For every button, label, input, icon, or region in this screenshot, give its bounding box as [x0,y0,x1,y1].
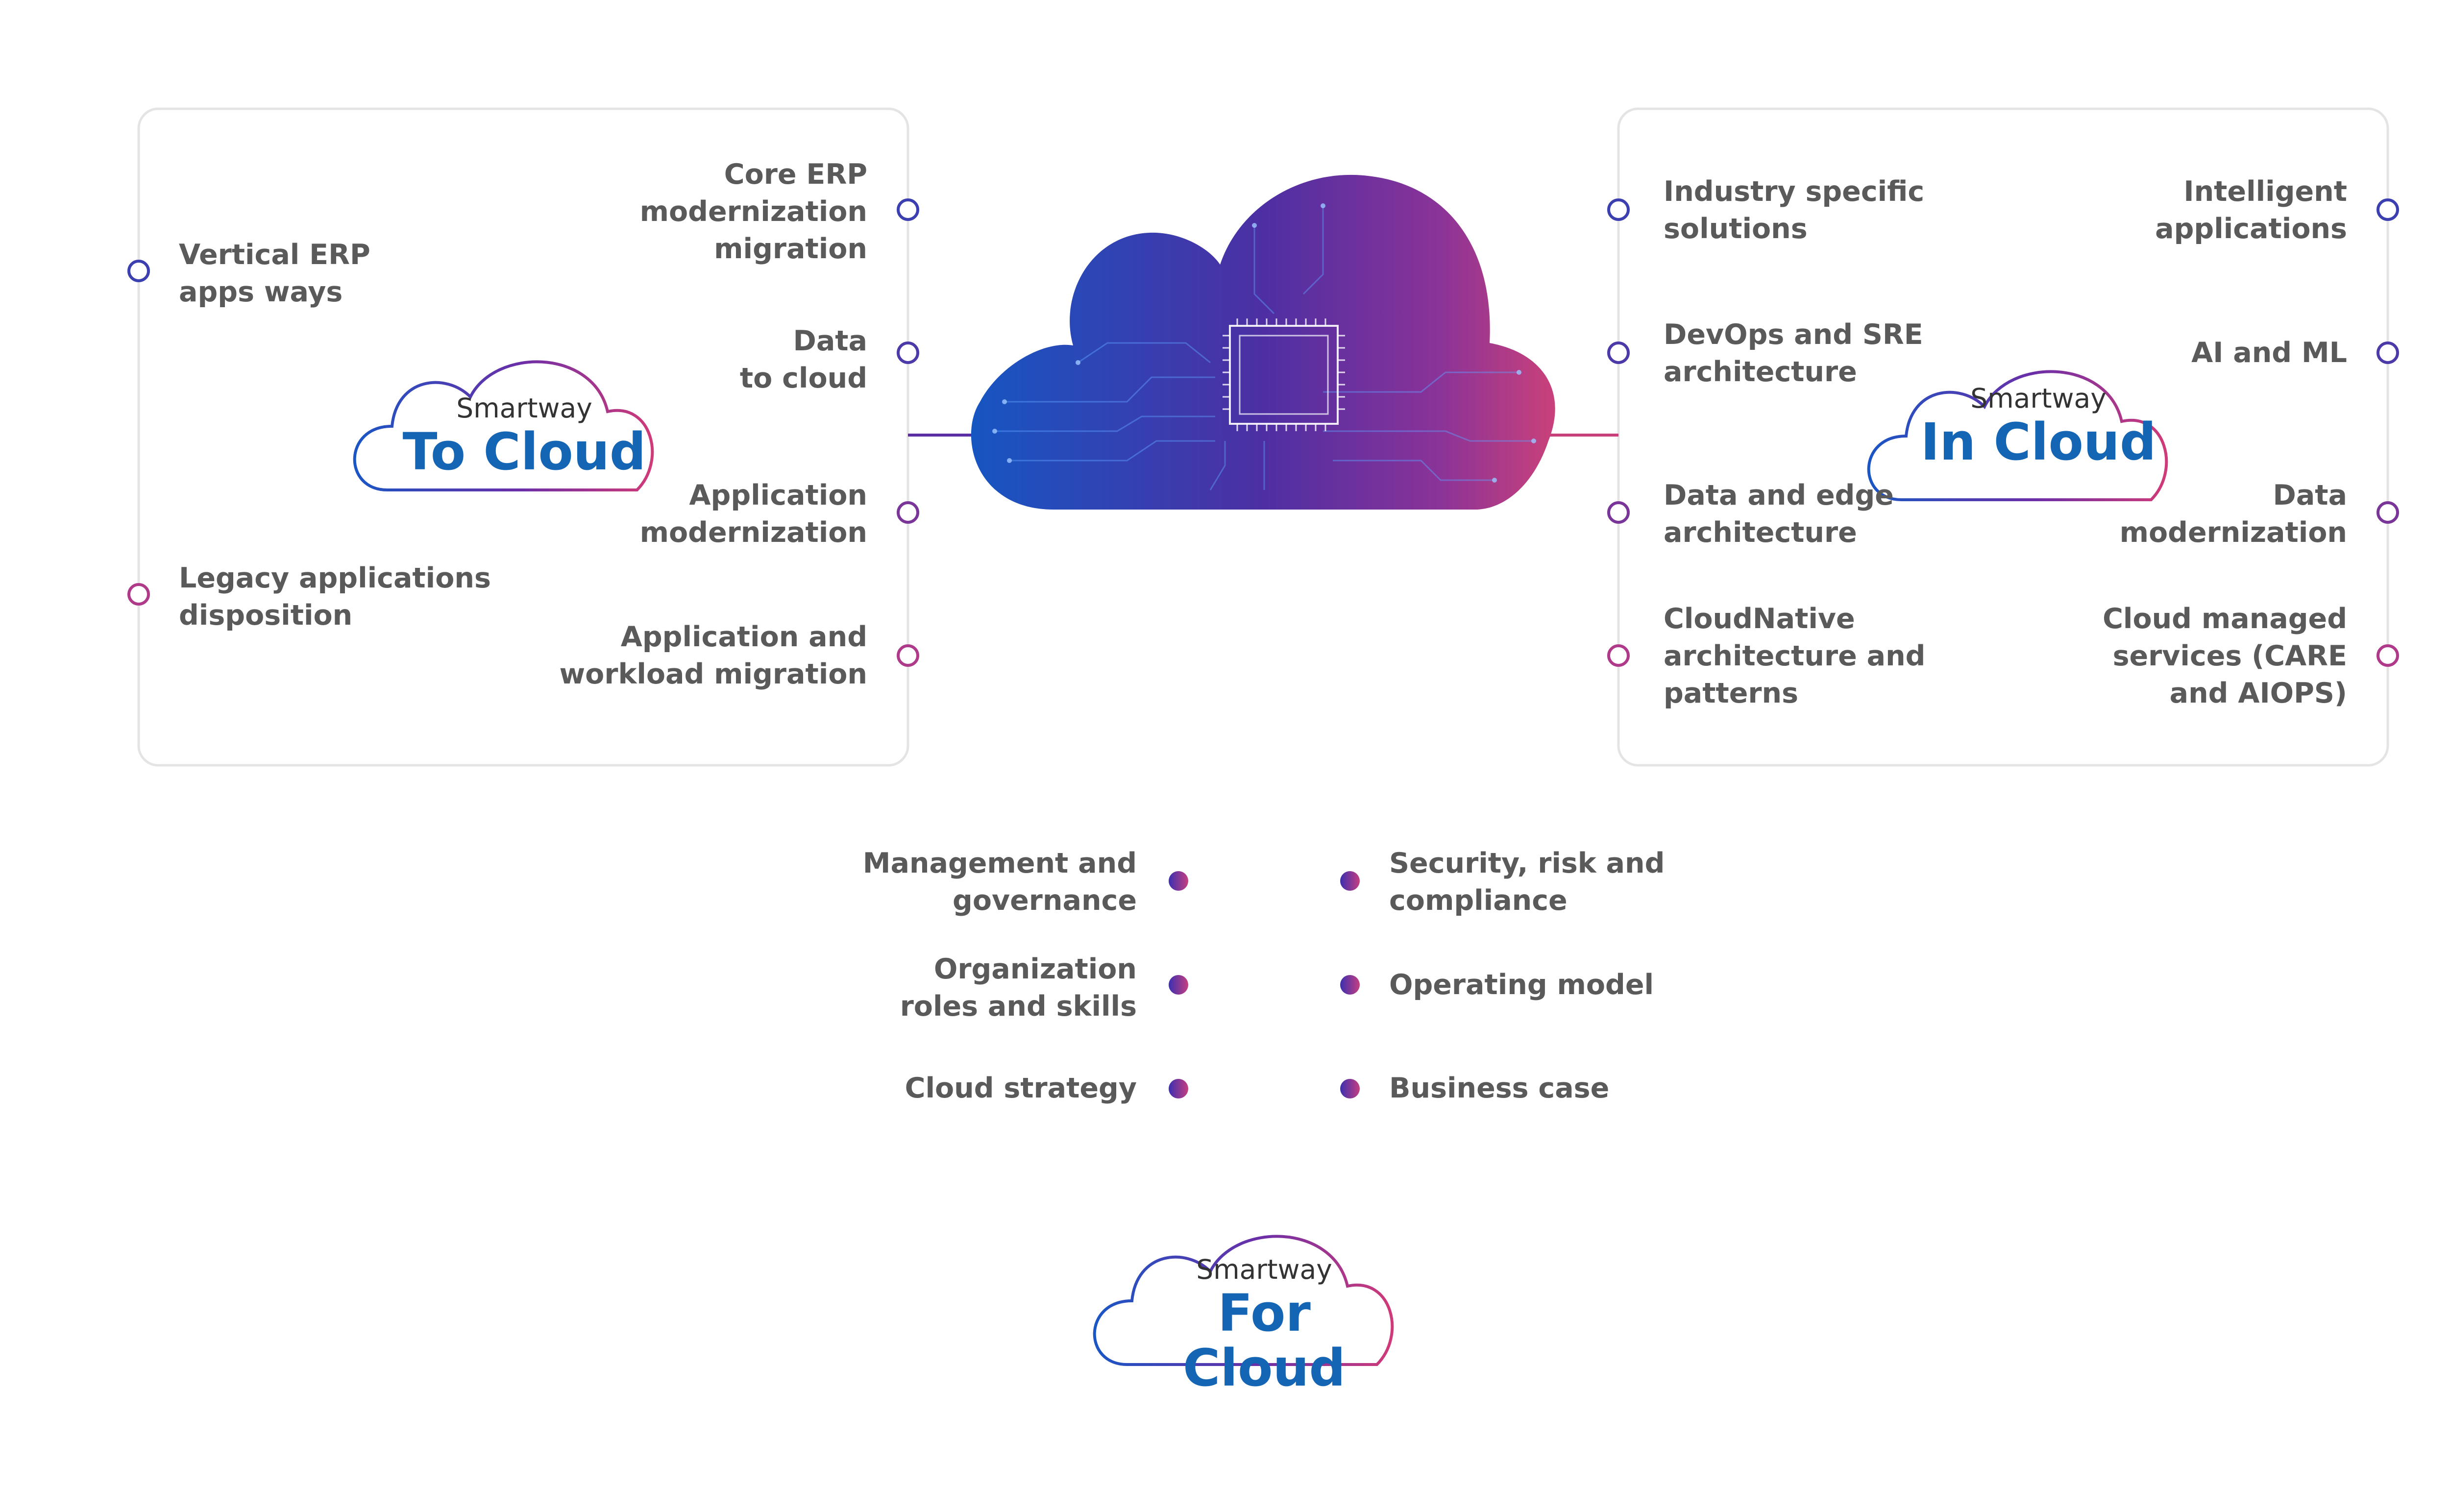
for-cloud-right-item: Business case [1389,1072,1610,1104]
for-cloud-left-item: Cloud strategy [905,1072,1137,1104]
for-cloud-rails [1169,871,1360,1098]
in-cloud-right-item: Cloud managed services (CARE and AIOPS) [2103,603,2347,709]
in-cloud-left-item: Data and edge architecture [1664,479,1894,549]
to-cloud-right-item: Application and workload migration [559,621,867,690]
for-cloud-right-item: Security, risk and compliance [1389,847,1665,917]
for-cloud-right-item: Operating model [1389,969,1654,1001]
in-cloud-title: Smartway In Cloud [1916,382,2161,469]
for-cloud-left-item: Organization roles and skills [900,953,1137,1023]
in-cloud-prefix: Smartway [1970,383,2107,414]
for-cloud-title: Smartway For Cloud [1134,1253,1394,1395]
to-cloud-right-item: Core ERP modernization migration [639,158,867,265]
in-cloud-left-item: CloudNative architecture and patterns [1664,603,1926,709]
to-cloud-left-item: Vertical ERP apps ways [179,239,370,308]
in-cloud-left-item: DevOps and SRE architecture [1664,318,1923,388]
in-cloud-right-item: Intelligent applications [2155,175,2347,245]
to-cloud-title: Smartway To Cloud [402,392,647,479]
to-cloud-heading: To Cloud [402,422,646,482]
panel-nodes [127,198,2399,667]
in-cloud-left-item: Industry specific solutions [1664,175,1925,245]
in-cloud-right-item: AI and ML [2191,337,2347,369]
in-cloud-heading: In Cloud [1920,412,2156,472]
to-cloud-right-item: Data to cloud [739,325,867,394]
to-cloud-left-item: Legacy applications disposition [179,562,491,632]
central-cloud-chip-icon [971,174,1555,510]
for-cloud-left-item: Management and governance [862,847,1137,917]
in-cloud-right-item: Data modernization [2119,479,2347,549]
to-cloud-right-item: Application modernization [639,479,867,549]
to-cloud-prefix: Smartway [456,392,592,424]
for-cloud-heading: For Cloud [1183,1283,1346,1398]
for-cloud-prefix: Smartway [1196,1254,1332,1285]
